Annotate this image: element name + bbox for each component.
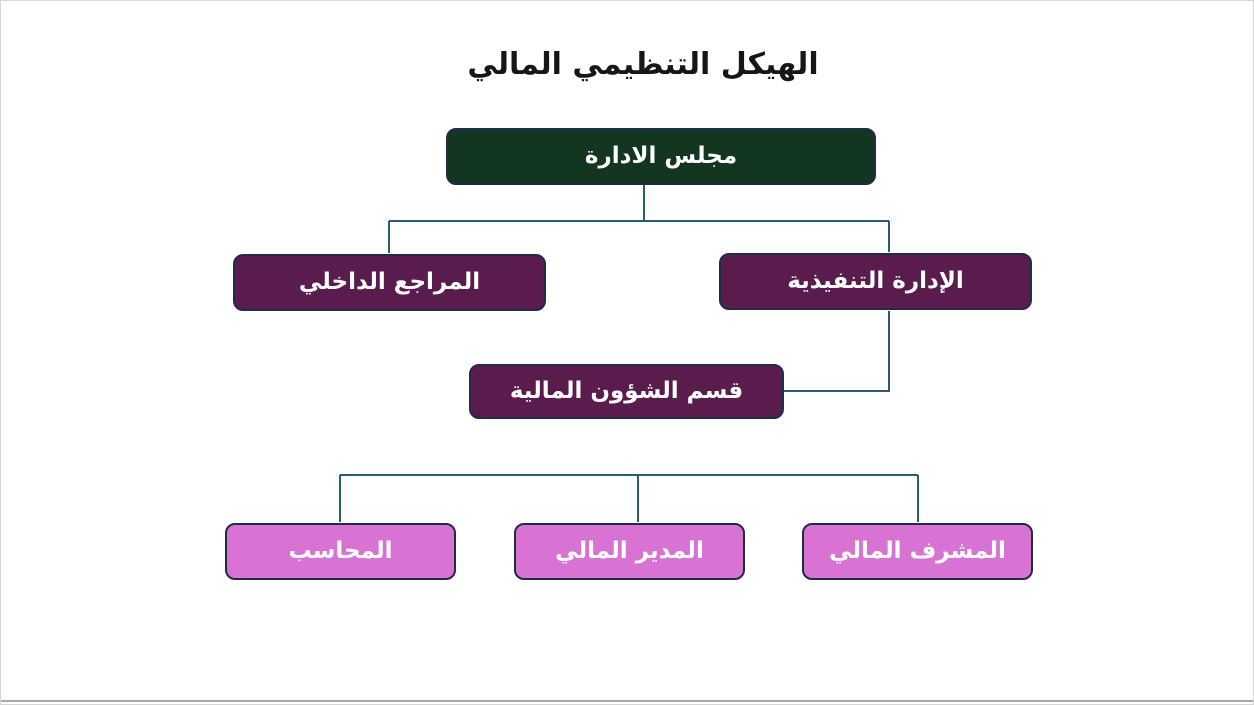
org-node-financial-manager: المدير المالي [514, 523, 745, 580]
org-node-board-label: مجلس الادارة [584, 142, 738, 169]
org-node-financial-manager-label: المدير المالي [555, 537, 704, 564]
org-node-board: مجلس الادارة [446, 128, 876, 185]
org-node-accountant-label: المحاسب [288, 537, 393, 564]
slide-bottom-border [1, 700, 1253, 702]
org-node-executive-management-label: الإدارة التنفيذية [787, 267, 964, 294]
connector-executive-to-financial-affairs [783, 311, 890, 392]
connector-board-to-level2 [388, 185, 890, 253]
org-node-executive-management: الإدارة التنفيذية [719, 253, 1032, 310]
org-node-internal-auditor-label: المراجع الداخلي [298, 268, 481, 295]
org-node-financial-affairs-label: قسم الشؤون المالية [509, 377, 744, 404]
org-node-internal-auditor: المراجع الداخلي [233, 254, 546, 311]
page-title: الهيكل التنظيمي المالي [467, 47, 819, 82]
org-node-accountant: المحاسب [225, 523, 456, 580]
org-node-financial-affairs: قسم الشؤون المالية [469, 364, 784, 419]
org-node-financial-supervisor: المشرف المالي [802, 523, 1033, 580]
connector-level4-rail [339, 474, 919, 522]
org-node-financial-supervisor-label: المشرف المالي [829, 537, 1006, 564]
